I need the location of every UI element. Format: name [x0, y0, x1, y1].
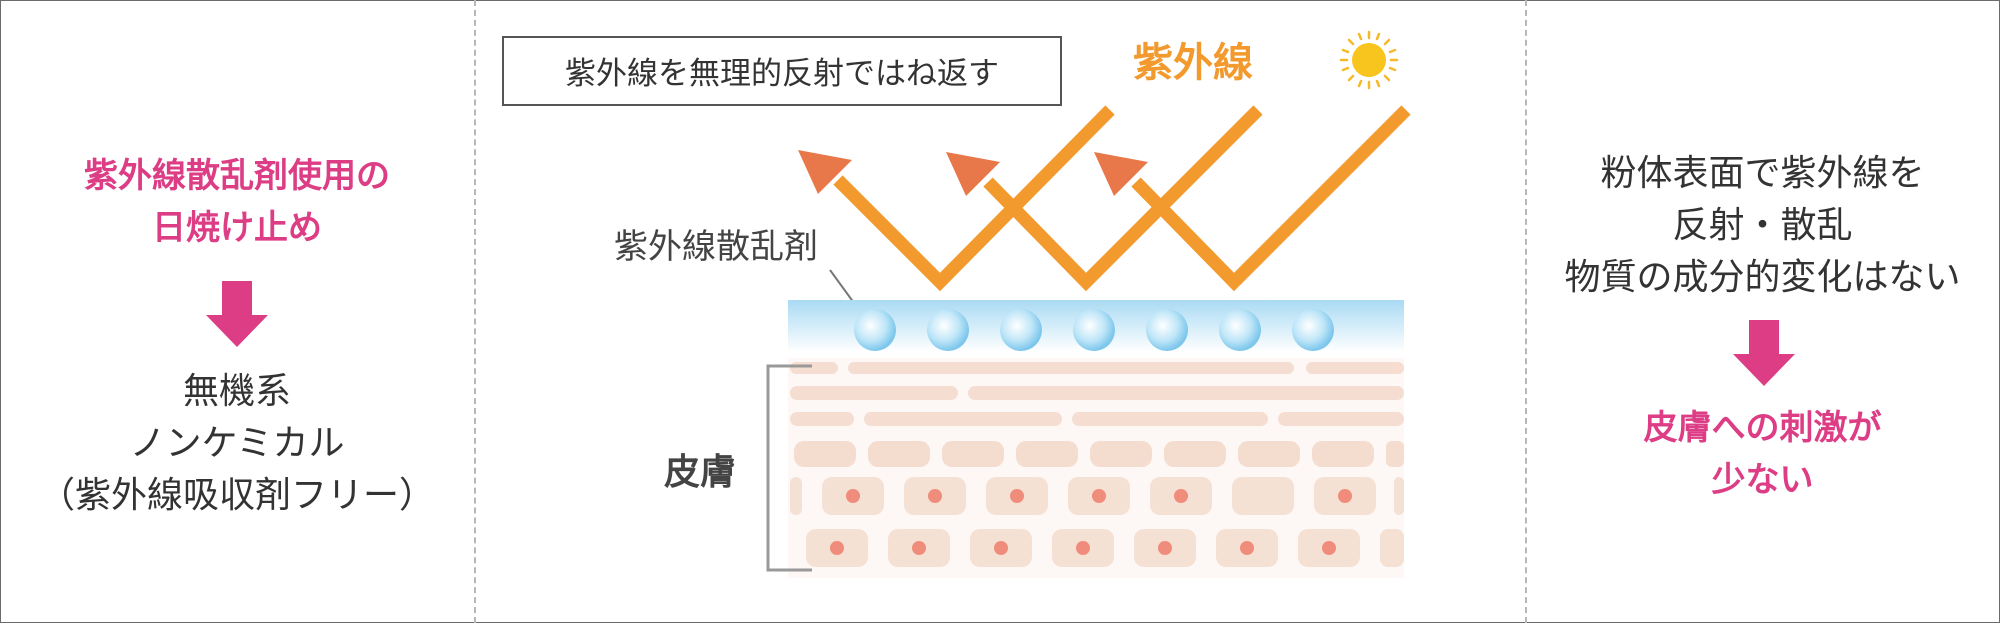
scatter-particle: [1146, 309, 1188, 351]
label-box: [502, 36, 1062, 106]
scatter-agent-label: 紫外線散乱剤: [614, 227, 818, 267]
scatter-particle: [1219, 309, 1261, 351]
skin-label: 皮膚: [664, 452, 736, 493]
label-box-text: 紫外線を無理的反射ではね返す: [565, 56, 999, 92]
right-body-line2: 反射・散乱: [1672, 205, 1853, 246]
uv-label: 紫外線: [1133, 40, 1253, 86]
skin-cell-row: [806, 529, 1404, 567]
scatter-particles: [854, 309, 1334, 351]
skin-cell-row: [790, 477, 1404, 515]
divider-right: [1525, 0, 1527, 623]
scatter-particle: [1073, 309, 1115, 351]
skin-bracket: [766, 364, 812, 572]
sun-icon: [1339, 30, 1399, 90]
left-body-line1: 無機系: [182, 371, 291, 412]
left-heading-line1: 紫外線散乱剤使用の: [84, 156, 390, 196]
down-arrow-icon: [206, 281, 268, 347]
scatter-particle: [1000, 309, 1042, 351]
uv-ray-3: [1094, 105, 1411, 292]
skin-layers: [788, 358, 1404, 578]
scatter-particle: [854, 309, 896, 351]
left-body-line3: （紫外線吸収剤フリー）: [38, 475, 435, 516]
left-body-line2: ノンケミカル: [129, 423, 345, 464]
right-body-line1: 粉体表面で紫外線を: [1600, 153, 1925, 194]
down-arrow-icon: [1733, 320, 1795, 386]
uv-ray-1: [798, 105, 1115, 292]
right-body-line3: 物質の成分的変化はない: [1564, 257, 1961, 298]
uv-ray-2: [946, 105, 1263, 292]
left-heading-line2: 日焼け止め: [152, 208, 322, 248]
scatter-particle: [927, 309, 969, 351]
right-result-line2: 少ない: [1711, 460, 1814, 500]
scatter-particle: [1292, 309, 1334, 351]
right-result-line1: 皮膚への刺激が: [1643, 408, 1882, 448]
divider-left: [474, 0, 476, 623]
